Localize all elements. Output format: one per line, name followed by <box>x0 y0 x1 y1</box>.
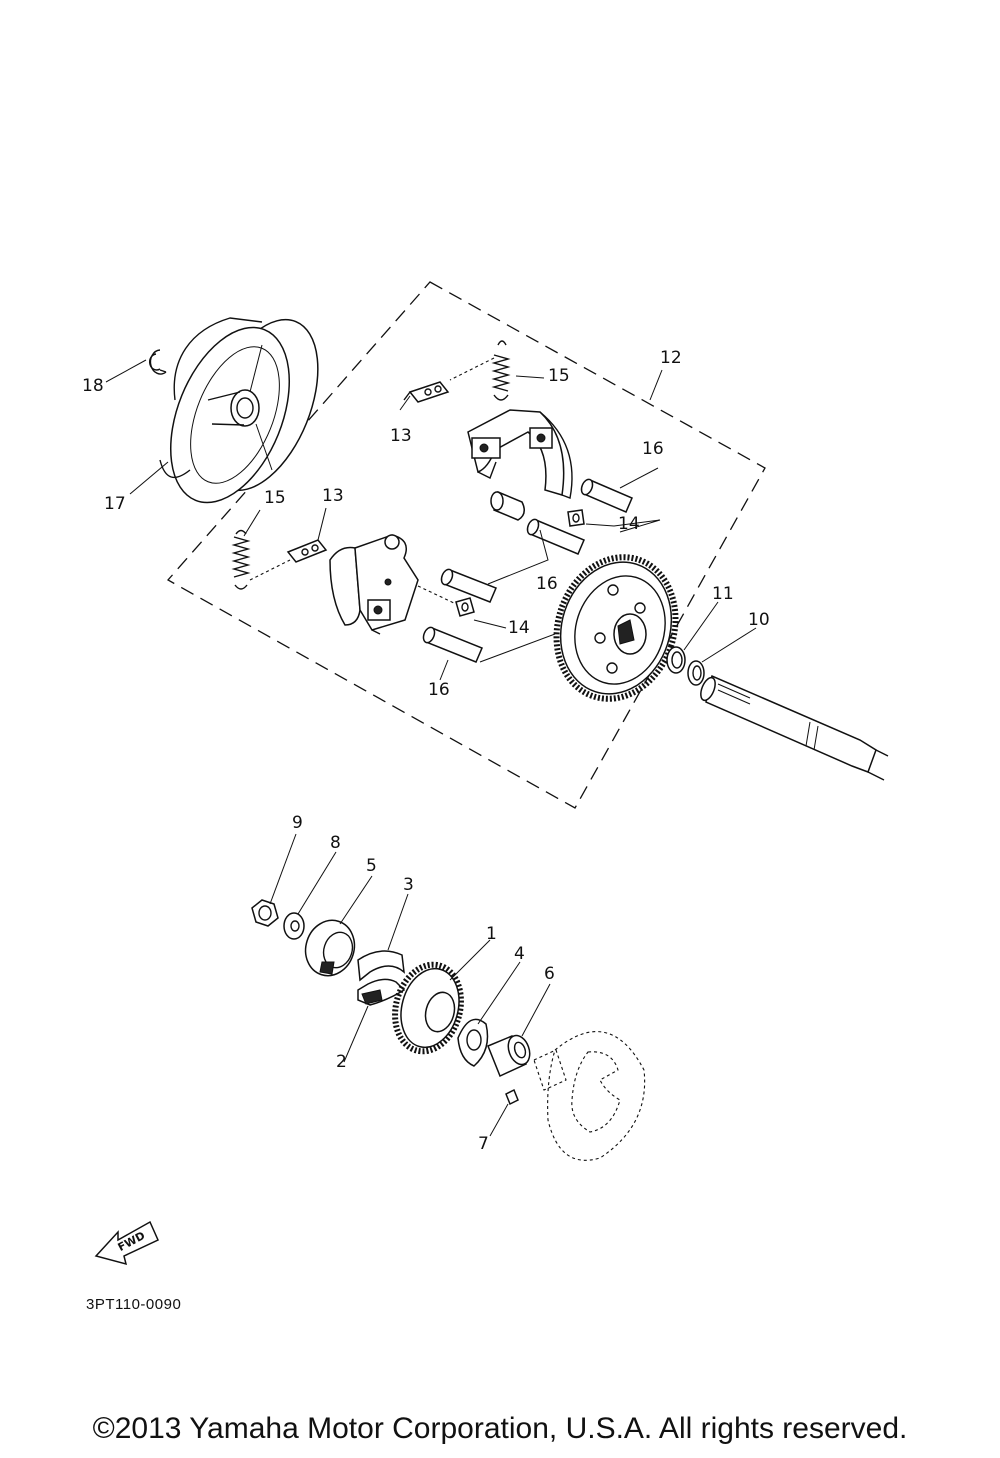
callout-16-lower: 16 <box>428 680 450 700</box>
callout-15-upper: 15 <box>548 366 570 386</box>
part-12-gear-plate <box>553 554 679 702</box>
callout-13-lower: 13 <box>322 486 344 506</box>
clutch-shoe-lower <box>329 534 419 635</box>
part-5-holder <box>304 919 356 977</box>
part-14-collar-lower <box>417 585 475 617</box>
part-8-washer <box>283 912 305 940</box>
crank-disk <box>533 1031 646 1161</box>
part-6-bushing <box>487 1034 531 1078</box>
fwd-arrow-icon: FWD <box>94 1220 159 1266</box>
part-16-pin-upper-a <box>580 478 633 513</box>
clutch-shoe-upper <box>467 409 573 499</box>
callout-13-upper: 13 <box>390 426 412 446</box>
part-1-gear <box>392 961 464 1055</box>
part-15-spring-lower <box>231 529 291 590</box>
part-16-pin-lower-b <box>422 626 483 663</box>
callout-14-lower: 14 <box>508 618 530 638</box>
callout-1: 1 <box>486 924 497 944</box>
part-13-plate-lower <box>286 539 328 563</box>
leader-lines <box>105 359 757 1137</box>
part-9-nut <box>251 899 279 927</box>
part-16-pin-upper-b <box>526 518 585 555</box>
drawing-code: 3PT110-0090 <box>86 1296 182 1313</box>
part-14-collar-upper <box>490 490 585 527</box>
callout-6: 6 <box>544 964 555 984</box>
part-7-key <box>505 1088 519 1106</box>
shaft <box>700 674 889 781</box>
callout-10: 10 <box>748 610 770 630</box>
callout-16-middle: 16 <box>536 574 558 594</box>
part-13-plate-upper <box>403 381 450 403</box>
copyright-notice: ©2013 Yamaha Motor Corporation, U.S.A. A… <box>92 1412 908 1445</box>
part-18-circlip <box>149 349 167 375</box>
callout-7: 7 <box>478 1134 489 1154</box>
callout-17: 17 <box>104 494 126 514</box>
part-2-weight <box>357 978 406 1006</box>
part-15-spring-upper <box>449 340 511 401</box>
callout-16-upper: 16 <box>642 439 664 459</box>
callout-5: 5 <box>366 856 377 876</box>
callout-15-lower: 15 <box>264 488 286 508</box>
callout-3: 3 <box>403 875 414 895</box>
callout-14-upper: 14 <box>618 514 640 534</box>
callout-18: 18 <box>82 376 104 396</box>
callout-12: 12 <box>660 348 682 368</box>
part-17-clutch-drum <box>159 317 319 504</box>
part-11-washer <box>666 646 686 674</box>
part-3-weight <box>357 950 405 982</box>
callout-4: 4 <box>514 944 525 964</box>
callout-2: 2 <box>336 1052 347 1072</box>
part-10-circlip <box>687 660 705 686</box>
callout-11: 11 <box>712 584 734 604</box>
part-4-plate <box>457 1018 489 1067</box>
callout-9: 9 <box>292 813 303 833</box>
callout-8: 8 <box>330 833 341 853</box>
part-16-pin-lower-a <box>440 568 497 603</box>
